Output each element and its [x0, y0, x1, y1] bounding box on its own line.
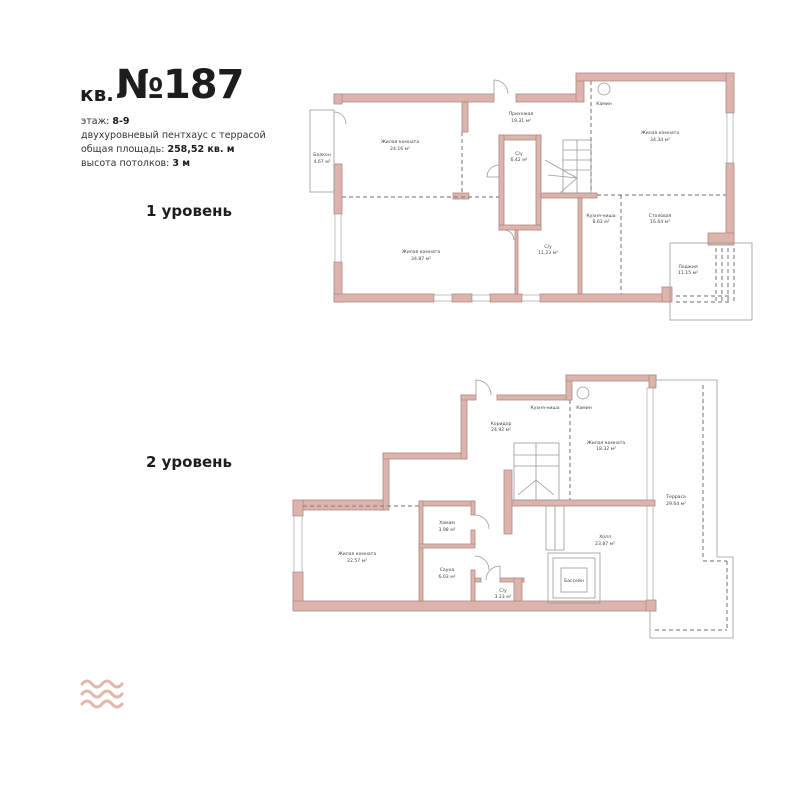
area-label: общая площадь: [81, 144, 165, 155]
svg-text:18.32 м²: 18.32 м² [596, 446, 616, 452]
svg-text:23.87 м²: 23.87 м² [595, 541, 615, 547]
svg-text:6.03 м²: 6.03 м² [439, 574, 456, 580]
waves-logo-icon [80, 679, 124, 709]
room-label: Балкон [313, 152, 331, 158]
svg-text:Жилая комната: Жилая комната [381, 139, 419, 145]
svg-text:Жилая комната: Жилая комната [641, 130, 679, 136]
floor-line: этаж: 8-9 [81, 115, 266, 129]
level-2-plan: Коридор 24.92 м² Кухня-ниша Камин Жилая … [292, 374, 734, 639]
svg-text:Жилая комната: Жилая комната [587, 440, 625, 446]
svg-text:Бассейн: Бассейн [564, 577, 584, 584]
height-value: 3 м [172, 158, 191, 169]
svg-text:11.23 м²: 11.23 м² [538, 250, 558, 256]
svg-text:29.64 м²: 29.64 м² [666, 501, 686, 507]
svg-text:34.34 м²: 34.34 м² [650, 137, 670, 143]
svg-text:3.23 м²: 3.23 м² [495, 594, 512, 600]
svg-text:Терраса: Терраса [665, 494, 686, 500]
apartment-info: этаж: 8-9 двухуровневый пентхаус с терра… [81, 115, 266, 171]
type-line: двухуровневый пентхаус с террасой [81, 130, 266, 141]
svg-text:Камин: Камин [576, 405, 592, 411]
level-1-plan: Балкон 4.67 м² Жилая комната 24.16 м² Пр… [309, 72, 753, 321]
svg-text:3.98 м²: 3.98 м² [439, 527, 456, 533]
svg-text:Холл: Холл [599, 534, 611, 540]
height-line: высота потолков: 3 м [81, 157, 266, 171]
apartment-number: №187 [115, 62, 245, 108]
height-label: высота потолков: [81, 158, 170, 169]
svg-text:24.92 м²: 24.92 м² [491, 427, 511, 433]
svg-text:Хамам: Хамам [439, 520, 455, 526]
svg-text:С/у: С/у [544, 244, 552, 250]
svg-text:Сауна: Сауна [440, 567, 455, 573]
level-2-label: 2 уровень [146, 453, 232, 471]
floor-label: этаж: [81, 116, 110, 127]
svg-text:Прихожая: Прихожая [509, 111, 534, 117]
svg-text:Коридор: Коридор [491, 421, 512, 427]
svg-text:Лоджия: Лоджия [678, 264, 698, 270]
svg-text:Жилая комната: Жилая комната [338, 551, 376, 557]
svg-text:Кухня-ниша: Кухня-ниша [530, 405, 559, 411]
svg-text:16.64 м²: 16.64 м² [650, 219, 670, 225]
apartment-prefix: кв. [80, 82, 114, 106]
svg-text:22.57 м²: 22.57 м² [347, 558, 367, 564]
svg-text:С/у: С/у [515, 151, 523, 157]
svg-text:19.31 м²: 19.31 м² [511, 118, 531, 124]
area-line: общая площадь: 258,52 кв. м [81, 143, 266, 157]
svg-text:11.15 м²: 11.15 м² [678, 270, 698, 276]
svg-text:34.87 м²: 34.87 м² [411, 256, 431, 262]
svg-text:Столовая: Столовая [649, 213, 672, 219]
floor-value: 8-9 [112, 116, 130, 127]
apartment-title: кв. №187 [80, 62, 245, 108]
svg-text:Камин: Камин [596, 101, 612, 107]
svg-text:Кухня-ниша: Кухня-ниша [586, 213, 615, 219]
svg-text:4.67 м²: 4.67 м² [314, 159, 331, 165]
svg-text:С/у: С/у [499, 588, 507, 594]
level-1-label: 1 уровень [146, 202, 232, 220]
svg-text:24.16 м²: 24.16 м² [390, 146, 410, 152]
svg-text:8.63 м²: 8.63 м² [593, 219, 610, 225]
svg-text:6.42 м²: 6.42 м² [511, 157, 528, 163]
svg-text:Жилая комната: Жилая комната [402, 249, 440, 255]
area-value: 258,52 кв. м [167, 144, 235, 155]
